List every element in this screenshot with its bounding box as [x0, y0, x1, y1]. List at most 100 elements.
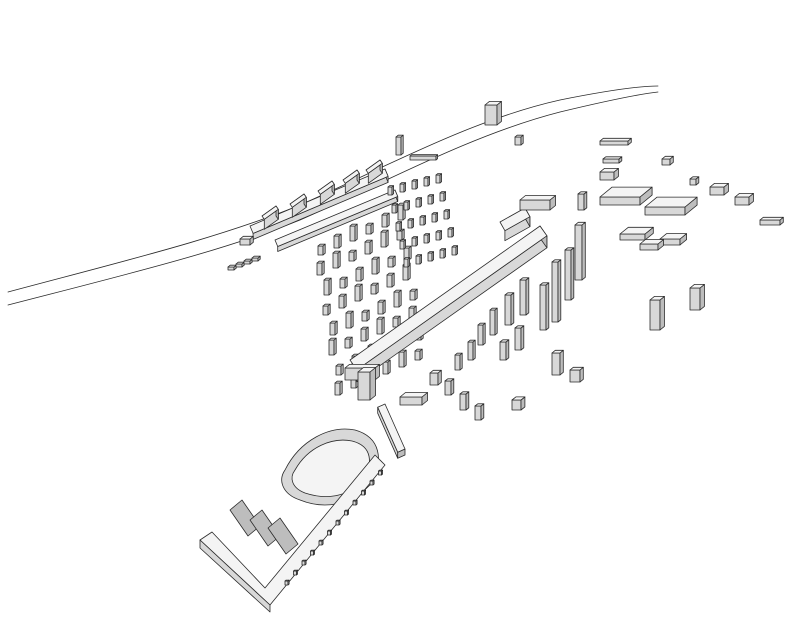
- terminal-gate-2: [293, 569, 299, 576]
- grid-tower-34-side: [381, 316, 385, 335]
- high-rise-13: [459, 391, 470, 411]
- terminal-gate-8-top: [344, 509, 350, 512]
- low-block-west-front: [399, 396, 423, 406]
- grid-tower-11-front: [380, 231, 387, 248]
- grid-tower-17-front: [387, 257, 394, 268]
- grid-tower-6-front: [397, 204, 404, 221]
- high-rise-8-top: [477, 322, 486, 326]
- high-rise-16: [514, 325, 525, 351]
- high-rise-12-side: [450, 378, 455, 396]
- grid-tower-50: [399, 182, 407, 193]
- north-east-box-top: [661, 155, 674, 160]
- grid-tower-64-top: [399, 239, 407, 242]
- north-east-bar: [599, 137, 632, 146]
- grid-tower-51-front: [411, 180, 417, 190]
- pier-finger-3: [317, 180, 335, 205]
- grid-tower-20-side: [343, 293, 347, 309]
- grid-tower-15-side: [360, 266, 364, 282]
- terminal-gate-3: [301, 559, 307, 566]
- east-tail-3-top: [759, 216, 784, 221]
- east-tower-4-front: [551, 352, 561, 376]
- grid-tower-11-top: [380, 229, 389, 233]
- grid-tower-66-top: [423, 233, 431, 236]
- pier-finger-2-top: [289, 193, 307, 208]
- grid-tower-73-top: [451, 245, 459, 248]
- pier-canopy-front: [409, 155, 437, 161]
- grid-tower-25: [329, 320, 338, 336]
- pier-kiosk: [239, 235, 254, 246]
- grid-tower-37: [335, 363, 344, 376]
- grid-tower-5-front: [381, 214, 388, 228]
- grid-tower-64: [399, 239, 407, 250]
- grid-tower-33: [360, 326, 369, 342]
- high-rise-2-top: [551, 259, 562, 263]
- grid-tower-8-front: [332, 252, 339, 269]
- high-rise-8-front: [477, 324, 484, 346]
- grid-tower-17: [387, 255, 396, 268]
- grid-tower-49: [387, 185, 395, 196]
- terminal-gate-9-front: [352, 500, 357, 506]
- pier-finger-5: [365, 159, 383, 184]
- grid-tower-1: [317, 243, 326, 256]
- grid-tower-31-side: [333, 337, 337, 356]
- grid-tower-5: [381, 212, 390, 228]
- grid-tower-48-front: [414, 350, 421, 361]
- grid-tower-12: [396, 228, 405, 241]
- east-tower-2-top: [649, 295, 665, 301]
- grid-tower-68: [447, 227, 455, 238]
- terminal-gate-12: [378, 469, 384, 476]
- podium-block: [511, 396, 526, 411]
- grid-tower-31: [328, 337, 337, 356]
- terminal-gate-2-top: [293, 569, 299, 572]
- grid-tower-32-top: [344, 336, 353, 340]
- linear-slab-head-top: [499, 207, 531, 232]
- east-courtyard-a-top: [599, 186, 653, 198]
- high-rise-5-front: [564, 249, 572, 301]
- grid-tower-34-top: [376, 316, 385, 320]
- pier-pad-4-top: [251, 255, 261, 259]
- grid-tower-21: [354, 283, 363, 302]
- grid-tower-53-top: [435, 173, 443, 176]
- grid-tower-29-top: [393, 289, 402, 293]
- grid-tower-2: [333, 233, 342, 249]
- high-rise-10-side: [459, 352, 463, 371]
- east-tower-1-front: [577, 193, 585, 211]
- grid-tower-32: [344, 336, 353, 349]
- waterfront-piers: [227, 101, 524, 271]
- high-rise-5-side: [570, 247, 575, 301]
- grid-tower-1-front: [317, 245, 324, 256]
- east-courtyard-a: [599, 186, 653, 206]
- grid-tower-47: [398, 349, 407, 368]
- grid-tower-14-front: [339, 278, 346, 289]
- grid-tower-56-top: [415, 197, 423, 200]
- high-rise-4-side: [510, 292, 515, 326]
- grid-tower-61: [419, 215, 427, 226]
- high-rise-7: [489, 307, 498, 336]
- grid-tower-36-top: [408, 305, 417, 309]
- grid-tower-10: [364, 239, 373, 255]
- east-courtyard-d-top: [659, 233, 687, 240]
- north-east-box-front: [661, 158, 671, 166]
- terminal-apron-edge: [199, 539, 271, 613]
- grid-tower-16-front: [371, 258, 378, 275]
- linear-slab-cap-top: [519, 195, 556, 201]
- high-rise-16-top: [514, 325, 525, 329]
- east-tower-3: [689, 283, 705, 311]
- grid-tower-3: [349, 223, 358, 242]
- high-rise-cluster: [399, 221, 586, 421]
- grid-tower-69-top: [403, 257, 411, 260]
- grid-tower-8-side: [337, 250, 341, 269]
- grid-tower-43: [334, 380, 343, 396]
- terminal-gate-12-top: [378, 469, 384, 472]
- grid-tower-23: [386, 272, 395, 288]
- grid-tower-61-top: [419, 215, 427, 218]
- east-courtyard-c-top: [619, 226, 654, 235]
- stadium-tower-front: [357, 371, 371, 401]
- terminal-gate-3-front: [301, 560, 306, 566]
- high-rise-10-front: [454, 354, 461, 371]
- grid-tower-53: [435, 173, 443, 184]
- grid-tower-19: [322, 303, 331, 316]
- east-tower-3-top: [689, 283, 705, 289]
- grid-tower-47-front: [398, 351, 405, 368]
- high-rise-10: [454, 352, 463, 371]
